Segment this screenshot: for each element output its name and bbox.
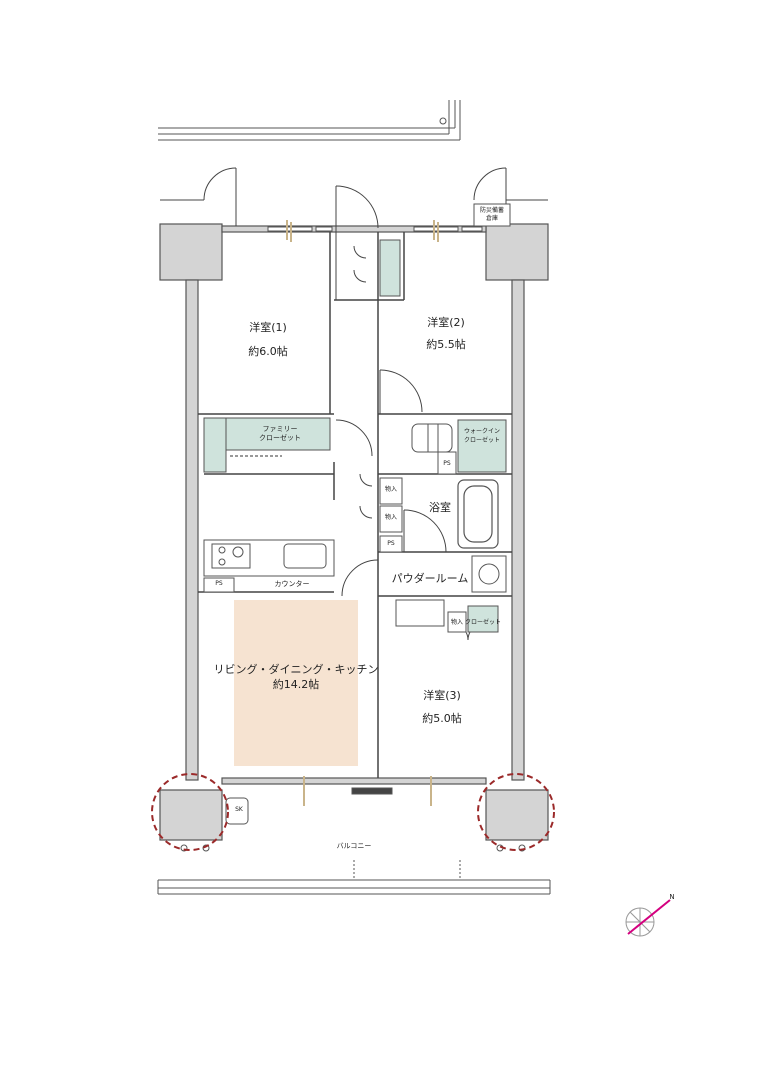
sk-label: SK	[235, 806, 243, 813]
storage-label-1: 物入	[384, 486, 398, 493]
bedroom2-name: 洋室(2)	[427, 316, 465, 329]
ldk-floor	[234, 600, 358, 766]
balcony-label: バルコニー	[336, 842, 372, 850]
ldk-area: 約14.2帖	[272, 678, 320, 691]
ps-label-1: PS	[387, 540, 395, 547]
toilet	[411, 423, 453, 453]
family-closet-label-1: ファミリー	[262, 425, 298, 433]
powder-room-label: パウダールーム	[391, 572, 469, 585]
storage-label-3: 物入	[450, 619, 464, 626]
bedroom2-area: 約5.5帖	[426, 338, 466, 351]
bedroom3-area: 約5.0帖	[422, 712, 462, 725]
sk-sink	[225, 797, 249, 825]
bath-label: 浴室	[429, 501, 451, 514]
bedroom3-name: 洋室(3)	[423, 689, 461, 702]
disaster-storage-label-2: 倉庫	[485, 215, 499, 222]
interior-walls	[198, 232, 512, 778]
top-rail	[158, 100, 461, 141]
exterior-walls	[159, 223, 549, 841]
disaster-storage-label-1: 防災備蓄	[479, 207, 505, 214]
family-closet-label-2: クローゼット	[259, 434, 301, 442]
small-boxes	[203, 451, 467, 633]
vents	[286, 220, 439, 806]
kitchen	[203, 539, 335, 577]
balcony	[157, 787, 551, 895]
walkin-closet-label-1: ウォークイン	[463, 428, 501, 435]
counter-label: カウンター	[274, 580, 310, 588]
ldk-name: リビング・ダイニング・キッチン	[213, 663, 379, 676]
ps-label-3: PS	[215, 580, 223, 587]
walkin-closet-label-2: クローゼット	[463, 437, 501, 444]
compass-icon	[625, 899, 671, 937]
north-label: N	[669, 893, 675, 901]
disaster-storage	[473, 203, 511, 227]
bedroom1-name: 洋室(1)	[249, 321, 287, 334]
washer	[395, 555, 507, 627]
corner-markers	[151, 773, 555, 851]
closets	[203, 239, 507, 633]
bedroom1-area: 約6.0帖	[248, 345, 288, 358]
bathtub	[457, 479, 499, 549]
ps-label-2: PS	[443, 460, 451, 467]
storage-label-2: 物入	[384, 514, 398, 521]
closet3-label: クローゼット	[464, 619, 502, 626]
